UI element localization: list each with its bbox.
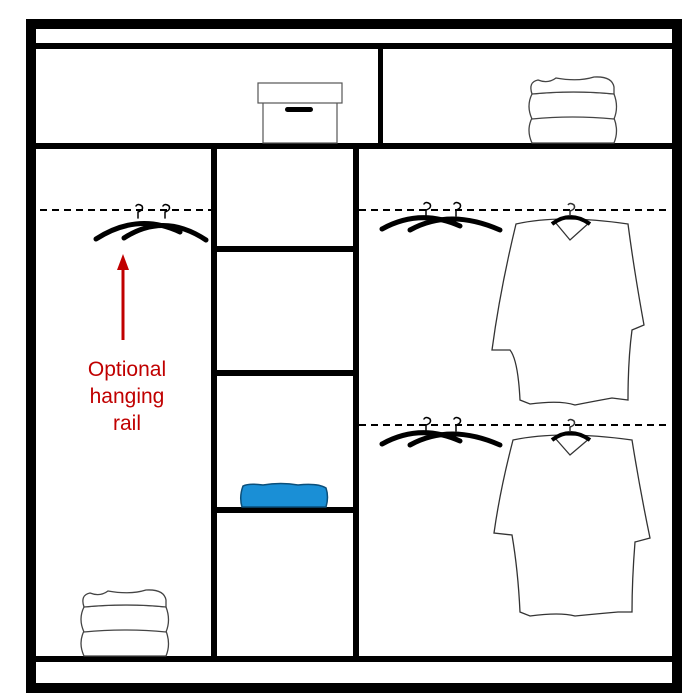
middle-shelf-3: [217, 507, 353, 513]
annotation-label: Optional hanging rail: [62, 356, 192, 437]
upper-shelf: [36, 143, 672, 149]
wardrobe-frame: [26, 19, 682, 693]
hanger-pair-right-upper: [379, 201, 503, 233]
hanging-rails: [40, 209, 668, 426]
right-divider: [353, 149, 359, 657]
folded-item-blue: [239, 482, 329, 508]
left-divider: [211, 149, 217, 657]
hangers: [93, 201, 503, 448]
middle-shelf-2: [217, 370, 353, 376]
shirts: [491, 202, 651, 617]
annotation-line-3: rail: [112, 412, 141, 435]
hanger-pair-right-lower: [379, 416, 503, 448]
shirt-upper: [491, 202, 645, 406]
hanger-pair-left: [93, 203, 209, 243]
shirt-lower: [493, 418, 651, 617]
storage-box: [257, 82, 343, 144]
bottom-plinth-line: [36, 656, 672, 662]
annotation-line-1: Optional: [87, 358, 167, 381]
folded-stack-top-right: [528, 76, 618, 144]
annotation-arrow: [117, 254, 129, 340]
folded-stack-bottom-left: [80, 589, 170, 657]
middle-shelf-1: [217, 246, 353, 252]
upper-divider: [378, 49, 383, 143]
top-strip-line: [36, 43, 672, 49]
annotation-line-2: hanging: [89, 385, 165, 408]
